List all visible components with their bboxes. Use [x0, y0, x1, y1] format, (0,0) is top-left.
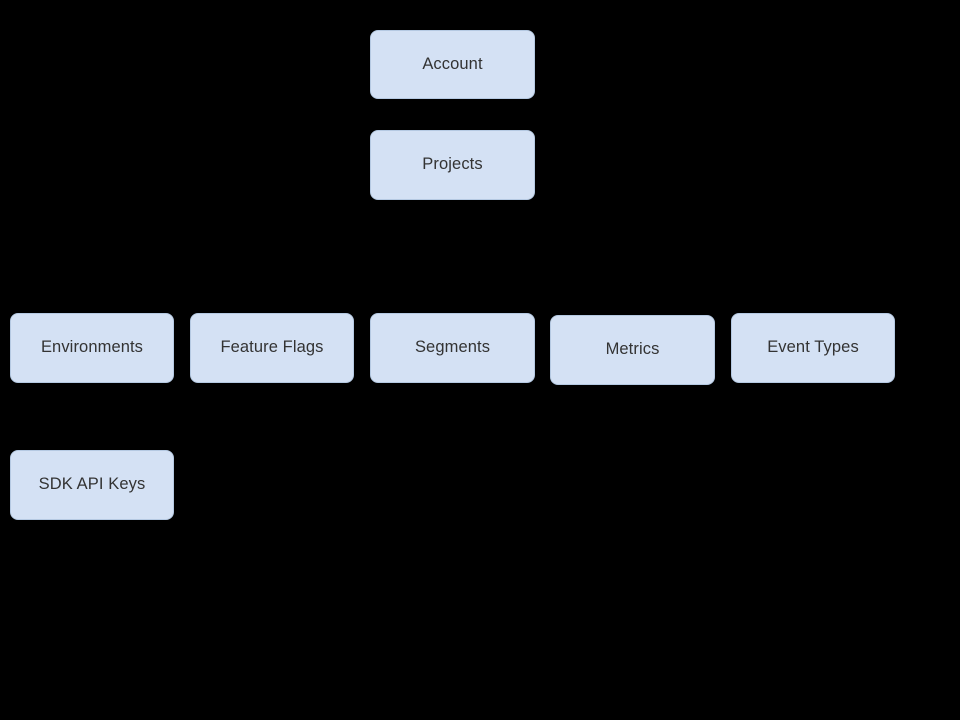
node-environments[interactable]: Environments	[10, 313, 174, 383]
node-sdk-api-keys[interactable]: SDK API Keys	[10, 450, 174, 520]
node-metrics[interactable]: Metrics	[550, 315, 715, 385]
node-event-types[interactable]: Event Types	[731, 313, 895, 383]
node-label-metrics: Metrics	[605, 340, 660, 359]
node-label-sdk-api-keys: SDK API Keys	[38, 475, 146, 494]
node-label-projects: Projects	[422, 155, 483, 174]
node-feature-flags[interactable]: Feature Flags	[190, 313, 354, 383]
node-label-account: Account	[422, 54, 483, 73]
node-label-segments: Segments	[414, 338, 491, 357]
node-account[interactable]: Account	[370, 30, 535, 99]
node-label-feature-flags: Feature Flags	[220, 338, 324, 357]
node-label-environments: Environments	[40, 338, 144, 357]
node-projects[interactable]: Projects	[370, 130, 535, 200]
node-label-event-types: Event Types	[767, 338, 859, 357]
node-segments[interactable]: Segments	[370, 313, 535, 383]
